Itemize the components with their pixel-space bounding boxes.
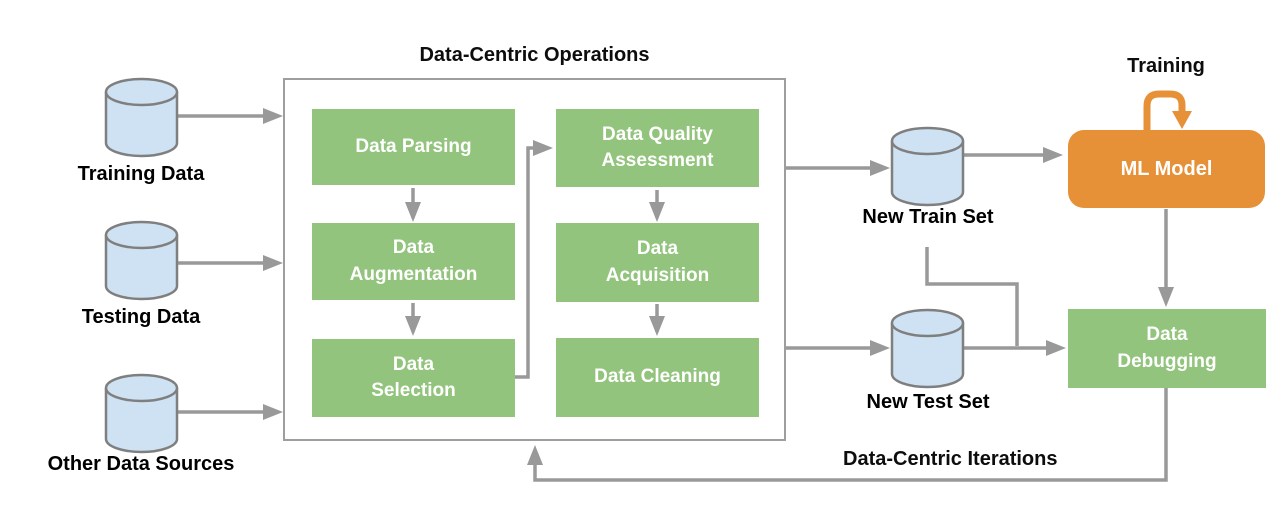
arrowhead (263, 255, 283, 271)
arrowhead (405, 202, 421, 222)
training-data-label: Training Data (77, 163, 205, 185)
op-box-data-quality-assessment: Data Quality Assessment (556, 109, 759, 187)
connector-lines (177, 114, 1168, 482)
training-data-cylinder-icon (104, 77, 179, 158)
new-train-set-label: New Train Set (862, 206, 994, 228)
data-centric-iterations-label: Data-Centric Iterations (843, 448, 1058, 470)
op-box-data-acquisition: Data Acquisition (556, 223, 759, 302)
arrowhead (405, 316, 421, 336)
arrowhead (263, 404, 283, 420)
arrowhead (870, 340, 890, 356)
arrowhead (527, 445, 543, 465)
database-cylinders (104, 77, 965, 454)
connector-arrowheads (263, 108, 1174, 465)
arrowhead (1046, 340, 1066, 356)
training-loop-icon (1143, 90, 1192, 130)
arrow-selection-to-quality (515, 146, 535, 379)
arrowhead (1158, 287, 1174, 307)
diagram-title: Data-Centric Operations (419, 44, 650, 66)
testing-data-cylinder-icon (104, 220, 179, 301)
op-box-data-parsing: Data Parsing (312, 109, 515, 185)
arrowhead (263, 108, 283, 124)
arrowhead (649, 202, 665, 222)
training-label: Training (1127, 55, 1205, 77)
line-iteration-loop (533, 388, 1168, 482)
new-test-set-cylinder-icon (890, 308, 965, 389)
arrowhead (1043, 147, 1063, 163)
arrowhead (649, 316, 665, 336)
op-box-data-augmentation: Data Augmentation (312, 223, 515, 300)
new-test-set-label: New Test Set (866, 391, 990, 413)
new-train-set-cylinder-icon (890, 126, 965, 207)
other-data-sources-cylinder-icon (104, 373, 179, 454)
op-box-data-selection: Data Selection (312, 339, 515, 417)
op-box-data-cleaning: Data Cleaning (556, 338, 759, 417)
other-data-sources-label: Other Data Sources (47, 453, 235, 475)
arrowhead (533, 140, 553, 156)
data-centric-operations-frame (283, 78, 786, 441)
data-debugging-box: Data Debugging (1068, 309, 1266, 388)
ml-model-box: ML Model (1068, 130, 1265, 208)
arrowhead (870, 160, 890, 176)
line-newtrain-to-debugging (925, 247, 1019, 346)
testing-data-label: Testing Data (81, 306, 201, 328)
